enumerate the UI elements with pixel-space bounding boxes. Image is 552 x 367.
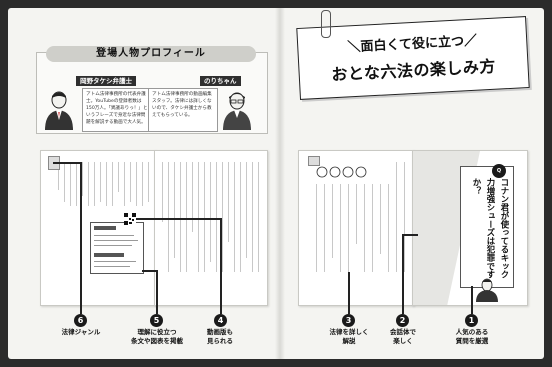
callout-badge-1: 1 xyxy=(465,314,478,327)
connector-2b xyxy=(402,234,418,236)
text-line xyxy=(258,162,260,272)
text-line xyxy=(142,162,144,206)
text-line xyxy=(70,162,72,206)
text-line xyxy=(252,162,254,272)
callout-caption-2: 会話体で楽しく xyxy=(390,328,416,345)
text-line xyxy=(324,184,326,272)
text-line xyxy=(118,162,120,192)
connector-3 xyxy=(348,272,350,314)
text-line xyxy=(340,184,342,272)
staff-bio: アトム法律事務所の動画編集スタッフ。法律には詳しくないので、タケシ弁護士から教え… xyxy=(148,88,218,132)
text-line xyxy=(100,162,102,202)
promo-sheet: 登場人物プロフィール 岡野タケシ弁護士 アトム法律事務所の代表弁護士。YouTu… xyxy=(8,8,544,359)
connector-1 xyxy=(471,286,473,314)
connector-4b xyxy=(136,218,220,220)
text-line xyxy=(94,162,96,206)
banner-title: おとな六法の楽しみ方 xyxy=(331,56,497,85)
text-line xyxy=(82,162,84,196)
text-line xyxy=(112,162,114,206)
lawyer-portrait-icon xyxy=(45,91,73,130)
staff-portrait-icon xyxy=(223,92,251,130)
text-line xyxy=(210,162,212,262)
text-line xyxy=(136,162,138,206)
connector-5b xyxy=(142,270,156,272)
title-banner: ＼面白くて役に立つ／ おとな六法の楽しみ方 xyxy=(296,16,530,100)
lawyer-name-tag: 岡野タケシ弁護士 xyxy=(76,76,136,86)
callout-caption-1: 人気のある質問を厳選 xyxy=(455,328,489,345)
text-line xyxy=(228,162,230,242)
text-line xyxy=(316,184,318,272)
text-line xyxy=(216,162,218,272)
text-line xyxy=(88,162,90,206)
text-line xyxy=(388,184,390,272)
text-line xyxy=(234,162,236,272)
text-line xyxy=(148,162,150,202)
callout-badge-4: 4 xyxy=(214,314,227,327)
callout-caption-6: 法律ジャンル xyxy=(61,328,101,336)
text-line xyxy=(168,162,170,272)
callout-caption-5: 理解に役立つ条文や図表を掲載 xyxy=(131,328,183,345)
text-line xyxy=(380,184,382,254)
callout-caption-3: 法律を詳しく解説 xyxy=(329,328,369,345)
genre-tag-marker xyxy=(308,156,320,166)
text-line xyxy=(332,184,334,258)
text-line xyxy=(240,162,242,272)
text-line xyxy=(222,162,224,272)
profile-title: 登場人物プロフィール xyxy=(46,46,256,62)
text-line xyxy=(186,162,188,272)
text-line xyxy=(364,184,366,272)
question-frame xyxy=(460,166,514,288)
connector-6b xyxy=(53,162,80,164)
lawyer-bio: アトム法律事務所の代表弁護士。YouTubeの登録者数は150万人。「異議ありっ… xyxy=(82,88,152,132)
text-line xyxy=(106,162,108,206)
qr-code-icon xyxy=(124,213,136,225)
text-line xyxy=(192,162,194,232)
sheet-center-fold xyxy=(275,8,285,359)
text-line xyxy=(356,184,358,244)
text-line xyxy=(130,162,132,202)
lawyer-mini-icon xyxy=(476,278,498,302)
text-line xyxy=(396,162,398,272)
statute-box xyxy=(90,222,144,274)
text-line xyxy=(174,162,176,258)
text-line xyxy=(404,162,406,272)
staff-name-tag: のりちゃん xyxy=(200,76,241,86)
question-title: コナン君が使ってるキック力増強シューズは犯罪ですか？ xyxy=(472,178,510,279)
callout-badge-3: 3 xyxy=(342,314,355,327)
callout-badge-2: 2 xyxy=(396,314,409,327)
connector-5 xyxy=(156,270,158,314)
text-line xyxy=(348,184,350,272)
question-number-badge: Q xyxy=(492,164,506,178)
text-line xyxy=(162,162,164,222)
text-line xyxy=(64,162,66,202)
paperclip-icon xyxy=(321,10,331,38)
callout-badge-6: 6 xyxy=(74,314,87,327)
text-line xyxy=(198,162,200,272)
connector-6 xyxy=(80,162,82,314)
connector-2 xyxy=(402,234,404,314)
text-line xyxy=(204,162,206,272)
text-line xyxy=(76,162,78,206)
text-line xyxy=(180,162,182,272)
text-line xyxy=(372,184,374,272)
text-line xyxy=(124,162,126,206)
connector-4 xyxy=(220,218,222,314)
character-faces-row xyxy=(316,166,367,178)
text-line xyxy=(246,162,248,258)
callout-badge-5: 5 xyxy=(150,314,163,327)
callout-caption-4: 動画版も見られる xyxy=(207,328,233,345)
text-line xyxy=(58,162,60,190)
